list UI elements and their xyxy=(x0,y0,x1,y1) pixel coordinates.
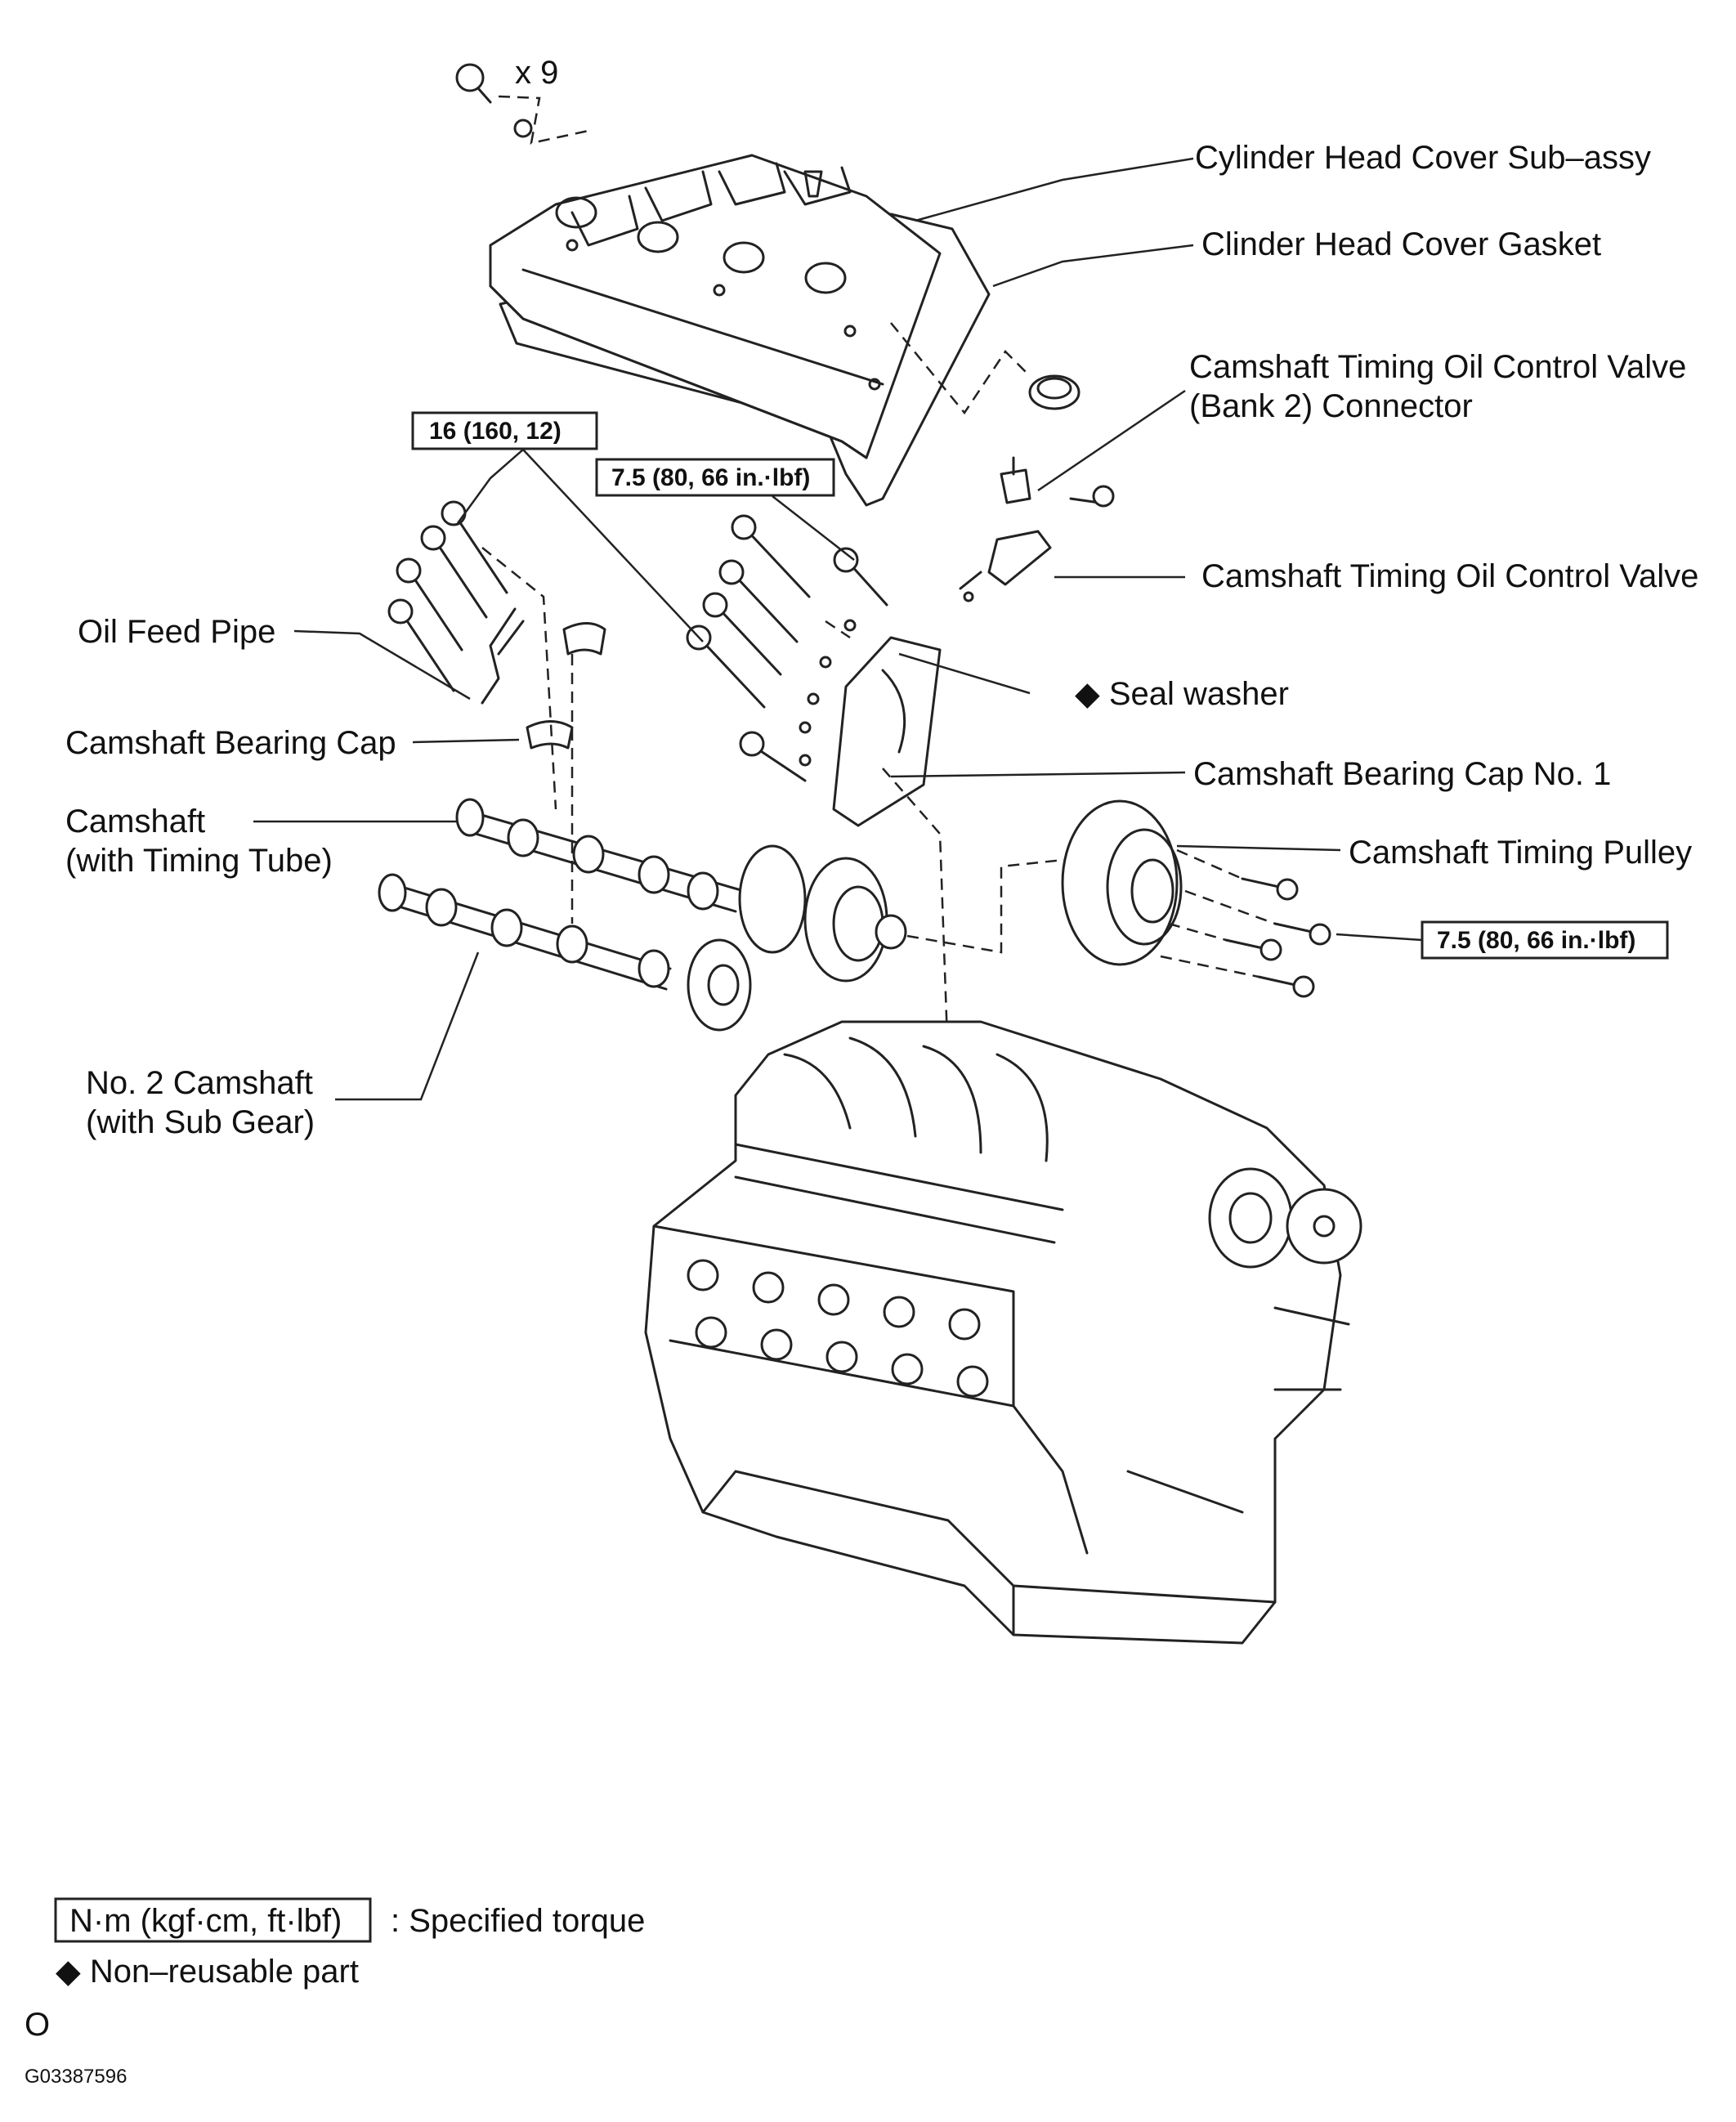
cylinder-head-cover-label: Cylinder Head Cover Sub–assy xyxy=(1195,140,1651,176)
cover-gasket-label: Clinder Head Cover Gasket xyxy=(1201,226,1601,262)
cylinder-head-cover-drawing xyxy=(455,63,1081,507)
camshaft-label-line1: Camshaft xyxy=(65,804,205,839)
timing-pulley-drawing xyxy=(1061,799,1331,998)
oil-feed-pipe-label: Oil Feed Pipe xyxy=(78,614,275,650)
cover-bolt-icon xyxy=(455,63,533,138)
bolt-count-label: x 9 xyxy=(515,55,558,91)
engine-block-drawing xyxy=(644,1020,1362,1645)
camshaft-drawing xyxy=(455,798,1080,983)
torque-box-bearing-cap: 16 (160, 12) xyxy=(411,411,598,450)
footer-mark: O xyxy=(25,2007,50,2043)
svg-text:7.5 (80, 66 in.·lbf): 7.5 (80, 66 in.·lbf) xyxy=(611,464,810,491)
torque-box-pulley: 7.5 (80, 66 in.·lbf) xyxy=(1421,920,1669,960)
timing-pulley-label: Camshaft Timing Pulley xyxy=(1349,835,1692,871)
svg-text:7.5 (80, 66 in.·lbf): 7.5 (80, 66 in.·lbf) xyxy=(1437,927,1635,954)
bearing-cap-label: Camshaft Bearing Cap xyxy=(65,725,396,761)
figure-id: G03387596 xyxy=(25,2066,127,2088)
oil-control-valve-drawing xyxy=(959,456,1115,602)
no2-camshaft-label-line2: (with Sub Gear) xyxy=(86,1104,315,1140)
bearing-cap-bolts-drawing xyxy=(387,500,950,1063)
ocv-connector-label-line1: Camshaft Timing Oil Control Valve xyxy=(1189,349,1686,385)
ocv-label: Camshaft Timing Oil Control Valve xyxy=(1201,558,1698,594)
no2-camshaft-label-line1: No. 2 Camshaft xyxy=(86,1065,313,1101)
legend-non-reusable: ◆ Non–reusable part xyxy=(56,1954,359,1990)
seal-washer-label: ◆ Seal washer xyxy=(1075,676,1289,712)
ocv-connector-label-line2: (Bank 2) Connector xyxy=(1189,388,1473,424)
legend-torque-desc: : Specified torque xyxy=(391,1903,645,1939)
no2-camshaft-drawing xyxy=(378,873,752,1032)
torque-box-bearing-cap-no1: 7.5 (80, 66 in.·lbf) xyxy=(595,458,835,497)
cylinder-port-holes xyxy=(687,1259,989,1398)
legend-torque-unit: N·m (kgf·cm, ft·lbf) xyxy=(69,1903,342,1939)
legend: N·m (kgf·cm, ft·lbf) : Specified torque … xyxy=(54,1897,645,1990)
camshaft-label-line2: (with Timing Tube) xyxy=(65,843,333,879)
bearing-cap-no1-label: Camshaft Bearing Cap No. 1 xyxy=(1193,756,1611,792)
svg-text:16 (160, 12): 16 (160, 12) xyxy=(429,418,562,445)
